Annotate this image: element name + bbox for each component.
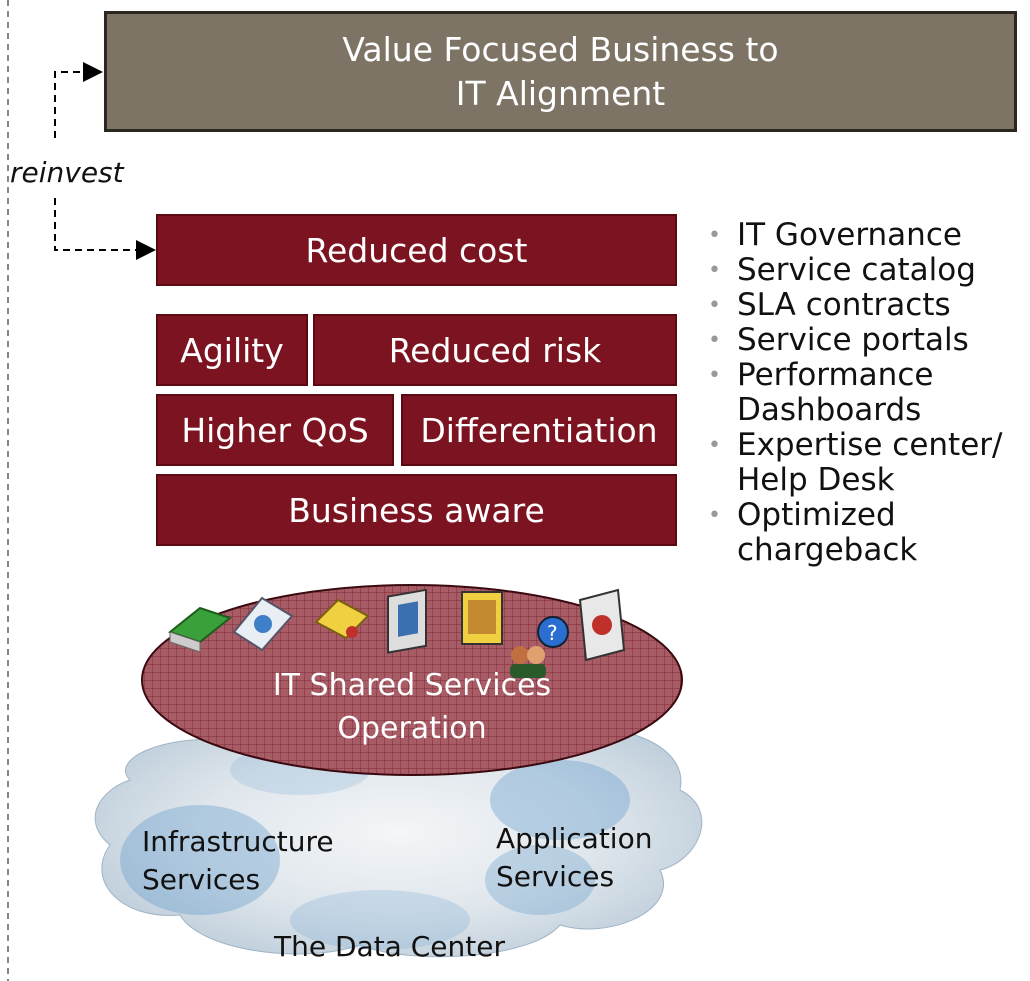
differentiation-block: Differentiation xyxy=(401,394,677,466)
yellow-monitor-icon xyxy=(461,591,503,645)
data-center-label: The Data Center xyxy=(274,930,505,963)
capabilities-list: IT Governance Service catalog SLA contra… xyxy=(708,218,1002,568)
infrastructure-services-label: Infrastructure Services xyxy=(142,825,334,896)
higher-qos-block: Higher QoS xyxy=(156,394,394,466)
disc-page-icon xyxy=(232,596,294,652)
agility-block: Agility xyxy=(156,314,308,386)
top-box-line1: Value Focused Business to xyxy=(342,29,779,69)
document-scroll-icon xyxy=(314,598,370,640)
list-item: Expertise center/ Help Desk xyxy=(708,428,1002,498)
top-box-line2: IT Alignment xyxy=(455,73,666,113)
gauge-tablet-icon xyxy=(578,588,626,662)
list-item: Performance Dashboards xyxy=(708,358,1002,428)
reduced-risk-block: Reduced risk xyxy=(313,314,677,386)
window-panel-icon xyxy=(387,588,427,654)
upper-dashed-arrow xyxy=(54,62,103,138)
shared-services-label: IT Shared Services Operation xyxy=(272,668,552,746)
list-item: SLA contracts xyxy=(708,288,1002,324)
business-aware-block: Business aware xyxy=(156,474,677,546)
reinvest-label: reinvest xyxy=(10,156,124,189)
green-folder-icon xyxy=(167,606,233,653)
data-center-cloud xyxy=(94,708,703,958)
value-focused-alignment-box: Value Focused Business to IT Alignment xyxy=(104,11,1017,132)
service-icons: ? xyxy=(167,588,626,678)
help-users-icon: ? xyxy=(510,616,569,678)
list-item: IT Governance xyxy=(708,218,1002,254)
list-item: Optimized chargeback xyxy=(708,498,1002,568)
list-item: Service portals xyxy=(708,323,1002,359)
application-services-label: Application Services xyxy=(496,822,653,893)
reduced-cost-block: Reduced cost xyxy=(156,214,677,286)
svg-text:?: ? xyxy=(547,621,558,645)
lower-dashed-arrow xyxy=(54,198,156,260)
list-item: Service catalog xyxy=(708,253,1002,289)
